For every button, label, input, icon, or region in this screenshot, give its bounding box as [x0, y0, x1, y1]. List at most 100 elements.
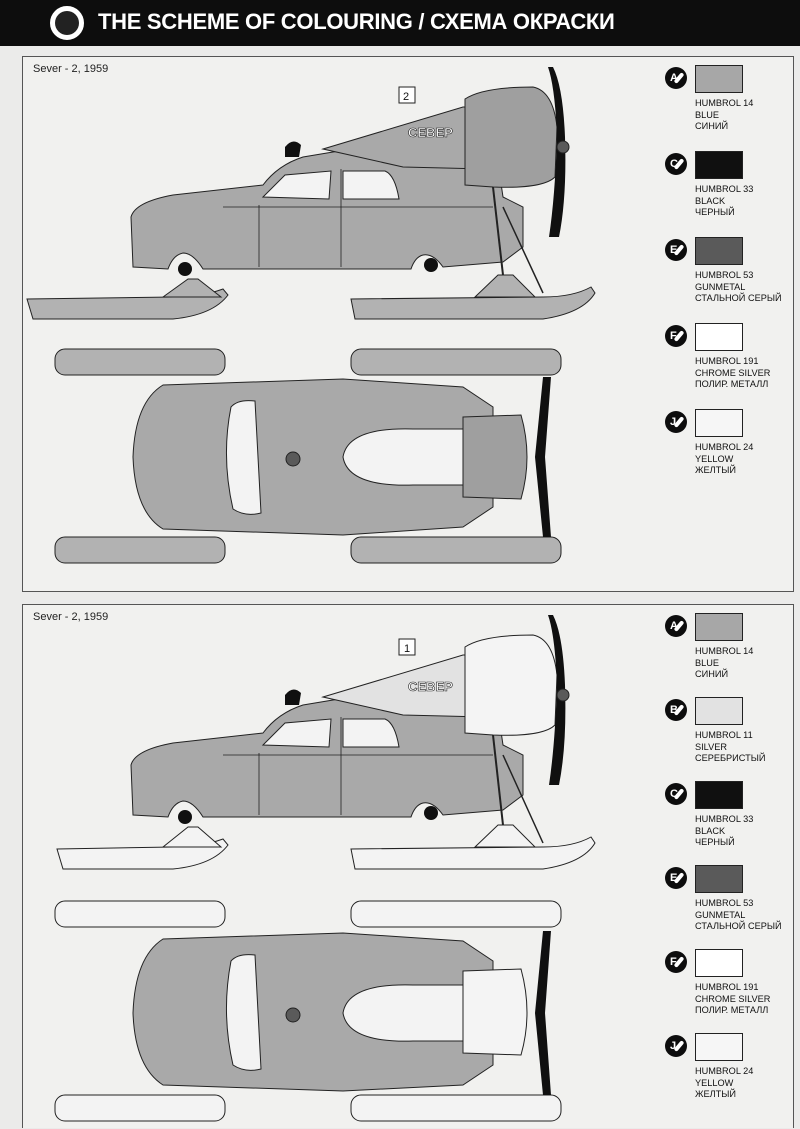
- front-window: [261, 170, 332, 200]
- paint-code-badge: J: [665, 411, 687, 433]
- top-ski-rear-left: [350, 348, 562, 376]
- paint-code-badge: E: [665, 239, 687, 261]
- humbrol-number: HUMBROL 191: [695, 982, 759, 992]
- rear-window: [342, 718, 400, 748]
- paint-code: F: [670, 330, 677, 342]
- color-name-en: YELLOW: [695, 453, 734, 464]
- color-name-en: GUNMETAL: [695, 909, 746, 920]
- top-ski-rear-right: [350, 1094, 562, 1122]
- humbrol-number: HUMBROL 24: [695, 442, 754, 452]
- engine-housing: [464, 634, 558, 736]
- paint-code: J: [670, 416, 677, 428]
- paint-code-badge: C: [665, 153, 687, 175]
- rear-ski-mount: [473, 824, 537, 848]
- engine-housing: [464, 86, 558, 188]
- humbrol-number: HUMBROL 14: [695, 646, 754, 656]
- color-chip: [695, 65, 743, 93]
- windshield-top: [225, 400, 262, 515]
- variant-number: 2: [403, 91, 409, 103]
- top-ski-rear-left: [350, 900, 562, 928]
- color-name-ru: ПОЛИР. МЕТАЛЛ: [695, 379, 769, 389]
- color-chip: [695, 1033, 743, 1061]
- color-chip: [695, 409, 743, 437]
- panel-label: Sever - 2, 1959: [33, 611, 109, 623]
- color-chip: [695, 697, 743, 725]
- rear-wheel: [424, 258, 438, 272]
- paint-code: E: [670, 872, 678, 884]
- color-name-ru: ЖЕЛТЫЙ: [695, 1089, 736, 1099]
- paint-code-badge: J: [665, 1035, 687, 1057]
- color-chip: [695, 237, 743, 265]
- humbrol-number: HUMBROL 11: [695, 730, 753, 740]
- color-name-en: BLACK: [695, 195, 726, 206]
- color-name-ru: ЧЕРНЫЙ: [695, 837, 735, 847]
- humbrol-number: HUMBROL 53: [695, 898, 754, 908]
- top-ski-rear-right: [350, 536, 562, 564]
- color-chip: [695, 151, 743, 179]
- top-ski-front-right: [54, 1094, 226, 1122]
- color-chip: [695, 323, 743, 351]
- humbrol-number: HUMBROL 33: [695, 814, 754, 824]
- top-ski-front-right: [54, 536, 226, 564]
- variant-number: 1: [404, 643, 410, 655]
- top-ski-front-left: [54, 900, 226, 928]
- color-name-en: BLUE: [695, 657, 720, 668]
- paint-code-badge: B: [665, 699, 687, 721]
- color-name-ru: СИНИЙ: [695, 669, 729, 679]
- paint-code-badge: E: [665, 867, 687, 889]
- humbrol-number: HUMBROL 53: [695, 270, 754, 280]
- vehicle-drawing: СЕВЕР 2: [26, 67, 596, 564]
- variant-number-box: [398, 86, 416, 104]
- spotlight-icon: [285, 141, 301, 157]
- windshield-top: [225, 954, 262, 1071]
- circle-emblem-icon: [50, 6, 84, 40]
- paint-code-badge: A: [665, 615, 687, 637]
- color-scheme-panel-1: Sever - 2, 1959 СЕВЕР 2: [22, 56, 794, 592]
- front-ski-mount: [161, 278, 223, 298]
- color-name-ru: СТАЛЬНОЙ СЕРЫЙ: [695, 293, 782, 303]
- color-name-en: SILVER: [695, 741, 727, 752]
- spotlight-icon: [285, 689, 301, 705]
- color-name-en: CHROME SILVER: [695, 367, 771, 378]
- color-name-ru: ПОЛИР. МЕТАЛЛ: [695, 1005, 769, 1015]
- hull-lettering: СЕВЕР: [408, 125, 453, 140]
- engine-top: [462, 414, 528, 500]
- rear-ski-side: [350, 286, 596, 320]
- propeller-top: [535, 931, 551, 1095]
- paint-code: A: [670, 620, 678, 632]
- paint-code: E: [670, 244, 678, 256]
- paint-code: F: [670, 956, 677, 968]
- variant-number-box: [398, 638, 416, 656]
- color-name-ru: СТАЛЬНОЙ СЕРЫЙ: [695, 921, 782, 931]
- paint-code: C: [670, 788, 678, 800]
- humbrol-number: HUMBROL 24: [695, 1066, 754, 1076]
- color-chip: [695, 865, 743, 893]
- hull-lettering: СЕВЕР: [408, 679, 453, 694]
- paint-code-badge: F: [665, 951, 687, 973]
- paint-code: B: [670, 704, 678, 716]
- paint-code-badge: F: [665, 325, 687, 347]
- color-name-ru: ЖЕЛТЫЙ: [695, 465, 736, 475]
